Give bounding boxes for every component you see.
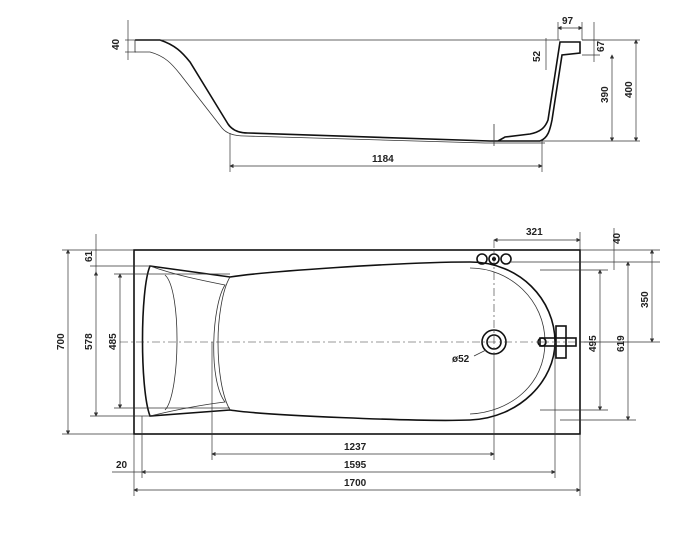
top-backrest-curve (149, 265, 226, 417)
dim-backrest-width: 485 (108, 333, 119, 350)
dim-drain-to-backrest: 1237 (344, 442, 367, 453)
side-view: 40 97 67 52 390 400 1184 (111, 16, 640, 172)
top-inner-basin (141, 261, 556, 422)
dim-total-length: 1700 (344, 478, 367, 489)
top-view: ø52 321 40 350 (56, 227, 660, 496)
dim-rim-right-width: 97 (562, 16, 574, 27)
dim-left-rim: 20 (116, 460, 128, 471)
dim-total-width: 700 (56, 333, 67, 350)
dim-drain-center: 350 (640, 291, 651, 308)
dim-bottom-length: 1184 (372, 154, 394, 165)
side-profile-inner (134, 40, 545, 144)
dim-overflow-offset: 321 (526, 227, 543, 238)
dim-drain-diameter: ø52 (452, 354, 470, 365)
dim-drain-zone-width: 495 (588, 335, 599, 352)
dim-top-rim: 61 (84, 250, 95, 262)
dim-rim-inner: 52 (532, 50, 543, 62)
dim-inner-length: 1595 (344, 460, 367, 471)
dim-total-depth: 400 (624, 81, 635, 98)
dim-right-rim: 40 (612, 232, 623, 244)
dim-rim-right-height: 67 (596, 40, 607, 52)
dim-rim-left: 40 (111, 38, 122, 50)
dim-inner-width: 578 (84, 333, 95, 350)
dim-outer-width-right: 619 (616, 335, 627, 352)
side-profile-outline (135, 39, 581, 142)
dim-inner-depth: 390 (600, 86, 611, 103)
